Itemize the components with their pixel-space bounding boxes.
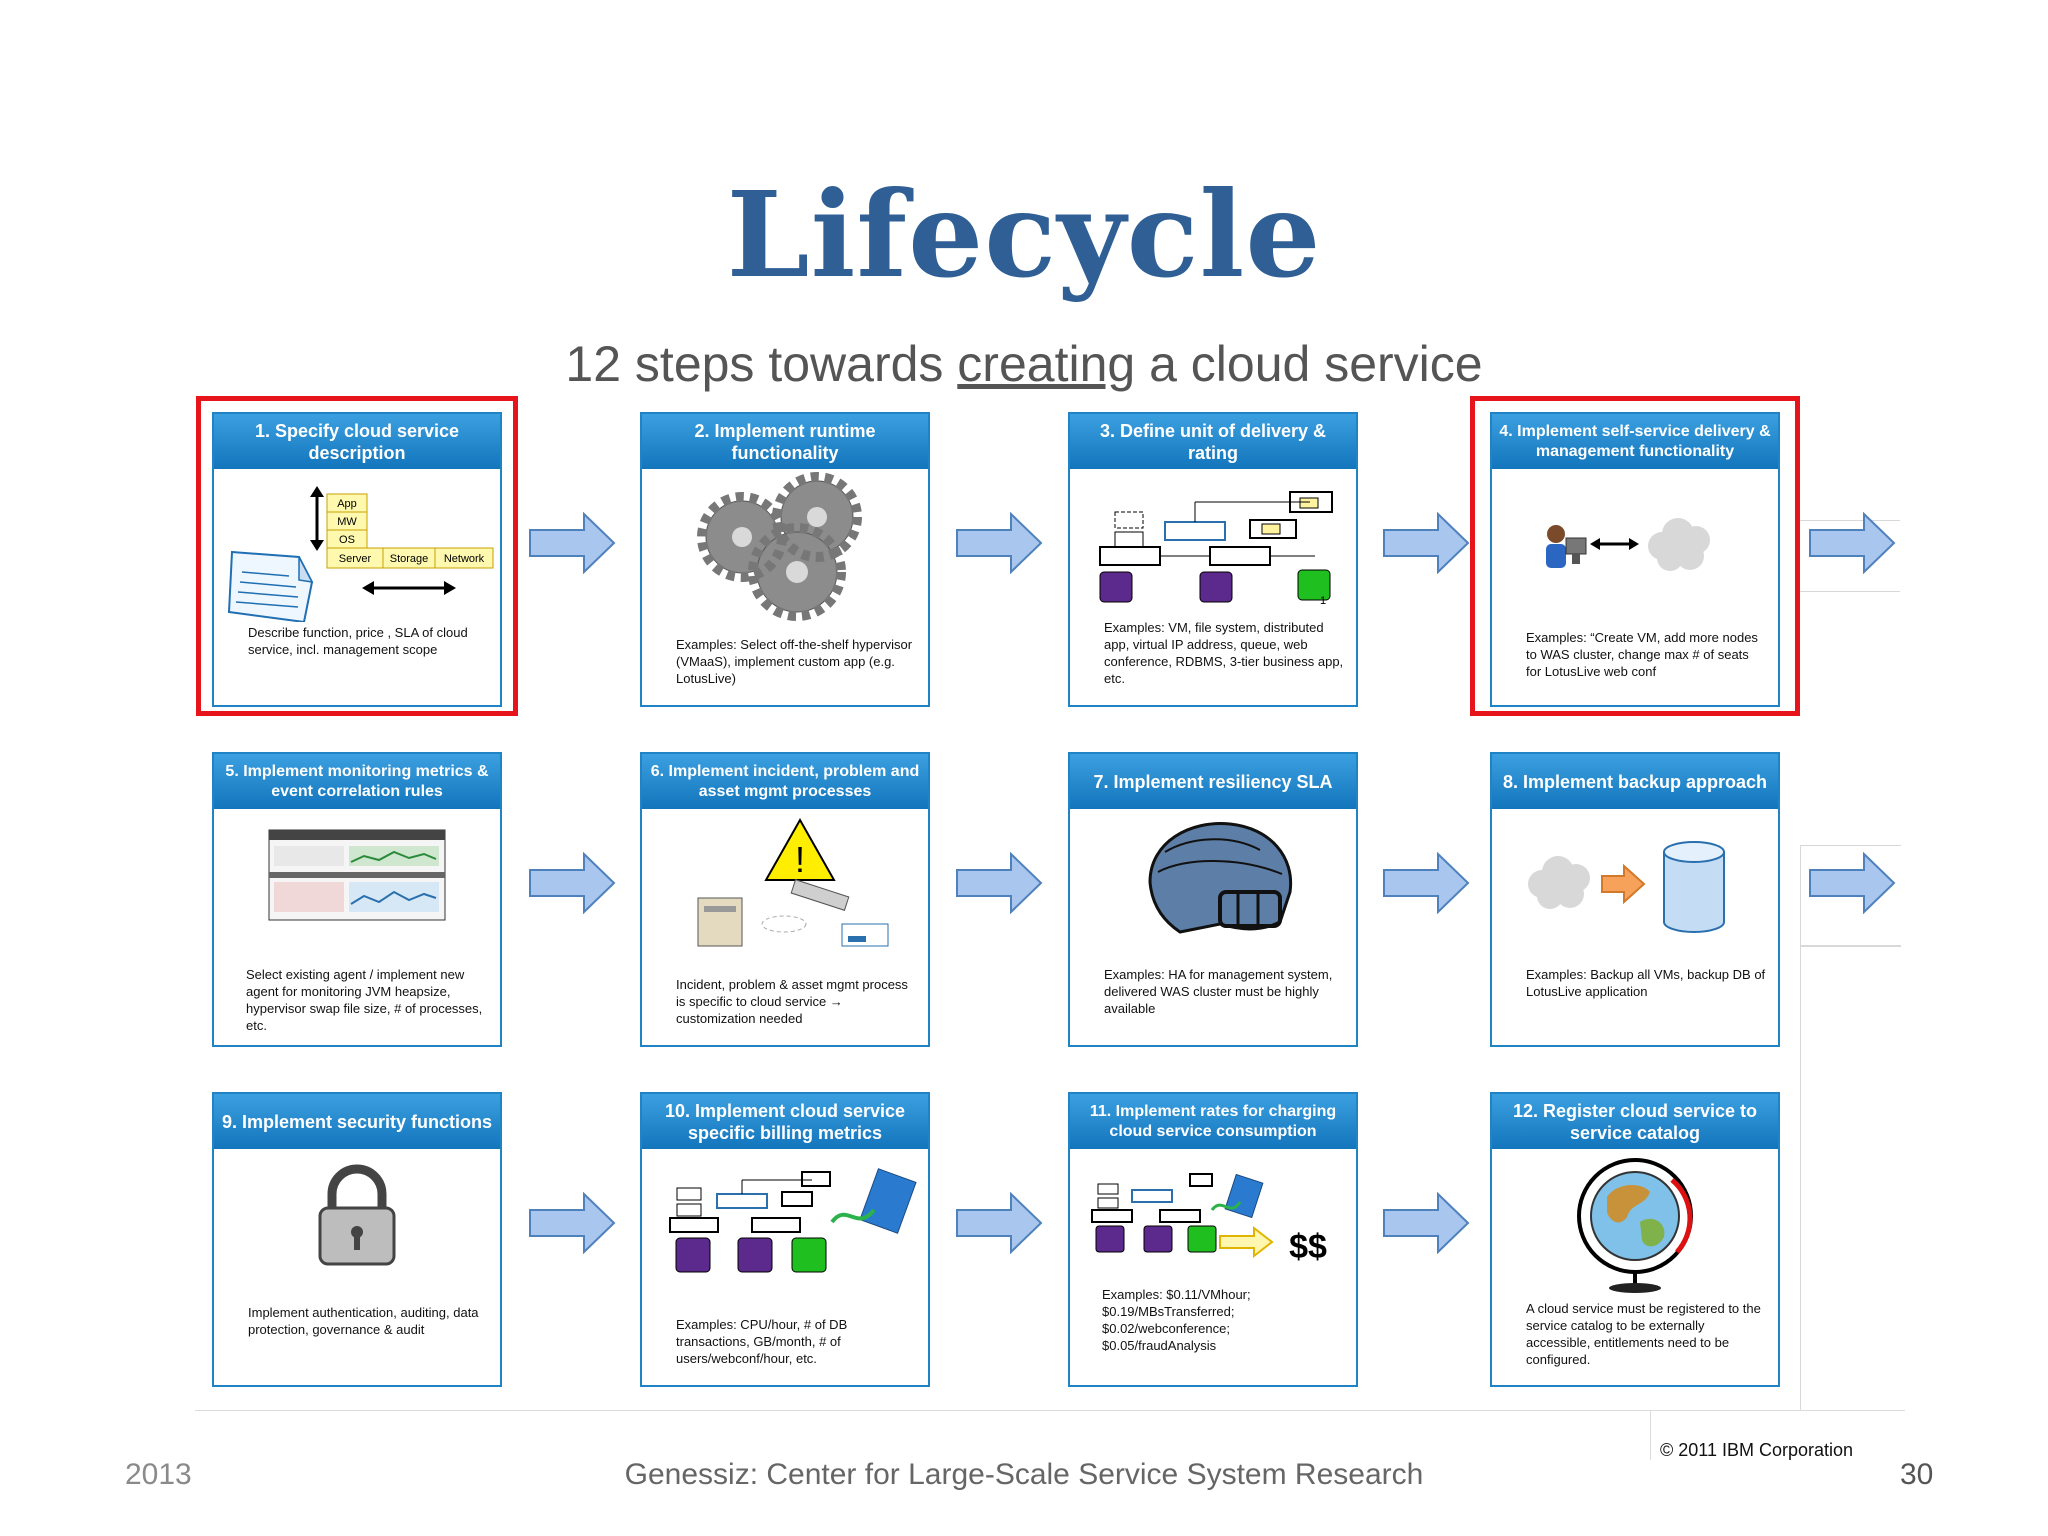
self-service-diagram — [1546, 518, 1710, 571]
arrow-right-icon — [956, 512, 1043, 574]
arrow-right-icon — [956, 1192, 1043, 1254]
step-11-title: 11. Implement rates for charging cloud s… — [1070, 1094, 1356, 1149]
step-9: 9. Implement security functions Implemen… — [212, 1092, 502, 1387]
step-11: 11. Implement rates for charging cloud s… — [1068, 1092, 1358, 1387]
step-12-desc: A cloud service must be registered to th… — [1526, 1301, 1761, 1367]
arrow-right-icon — [529, 1192, 616, 1254]
step-12: 12. Register cloud service to service ca… — [1490, 1092, 1780, 1387]
step-9-desc: Implement authentication, auditing, data… — [248, 1305, 479, 1337]
step-6-desc: Incident, problem & asset mgmt process i… — [676, 977, 908, 1026]
footer-divider — [195, 1410, 1905, 1411]
highlight-frame-step-4 — [1470, 396, 1800, 716]
step-10-desc: Examples: CPU/hour, # of DB transactions… — [676, 1317, 848, 1366]
step-3-title: 3. Define unit of delivery & rating — [1070, 414, 1356, 469]
arrow-right-icon — [1809, 512, 1896, 574]
step-3: 3. Define unit of delivery & rating 1 Ex… — [1068, 412, 1358, 707]
step-4-title: 4. Implement self-service delivery & man… — [1492, 414, 1778, 469]
arrow-right-icon — [956, 852, 1043, 914]
footer-center-text: Genessiz: Center for Large-Scale Service… — [624, 1458, 1424, 1491]
svg-text:1: 1 — [1320, 595, 1326, 607]
slide-subtitle: 12 steps towards creating a cloud servic… — [0, 335, 2048, 393]
step-10-title: 10. Implement cloud service specific bil… — [642, 1094, 928, 1149]
step-3-desc: Examples: VM, file system, distributed a… — [1104, 620, 1344, 686]
step-6-title: 6. Implement incident, problem and asset… — [642, 754, 928, 809]
side-panel-top — [1800, 520, 1900, 592]
step-8: 8. Implement backup approach Examples: B… — [1490, 752, 1780, 1047]
step-7-desc: Examples: HA for management system, deli… — [1104, 967, 1333, 1016]
lock-icon — [318, 1164, 396, 1266]
step-12-title: 12. Register cloud service to service ca… — [1492, 1094, 1778, 1149]
footer-year: 2013 — [125, 1458, 192, 1491]
stack-server: Server — [339, 553, 372, 565]
arrow-right-icon — [1383, 1192, 1470, 1254]
svg-text:!: ! — [795, 839, 805, 880]
step-4-desc: Examples: “Create VM, add more nodes to … — [1526, 630, 1758, 679]
subtitle-underlined: creating — [957, 336, 1136, 392]
copyright-text: © 2011 IBM Corporation — [1660, 1440, 1854, 1460]
highlight-frame-step-1 — [196, 396, 518, 716]
step-11-desc: Examples: $0.11/VMhour; $0.19/MBsTransfe… — [1102, 1287, 1251, 1353]
step-8-title: 8. Implement backup approach — [1492, 754, 1778, 809]
step-10: 10. Implement cloud service specific bil… — [640, 1092, 930, 1387]
subtitle-pre: 12 steps towards — [565, 336, 958, 392]
stack-network: Network — [444, 553, 485, 565]
arrow-right-icon — [1809, 852, 1896, 914]
step-9-title: 9. Implement security functions — [214, 1094, 500, 1149]
helmet-icon — [1148, 822, 1293, 934]
globe-icon — [1577, 1158, 1693, 1293]
arrow-right-icon — [1383, 852, 1470, 914]
stack-storage: Storage — [390, 553, 429, 565]
side-panel-bottom — [1800, 945, 1901, 1411]
step-5-title: 5. Implement monitoring metrics & event … — [214, 754, 500, 809]
step-1-desc: Describe function, price , SLA of cloud … — [248, 625, 468, 657]
step-7: 7. Implement resiliency SLA Examples: HA… — [1068, 752, 1358, 1047]
slide-title: Lifecycle — [726, 165, 1322, 304]
money-symbol: $$ — [1289, 1228, 1327, 1266]
arrow-right-icon — [1383, 512, 1470, 574]
arrow-right-icon — [529, 512, 616, 574]
rates-charging-diagram: $$ — [1091, 1173, 1327, 1266]
arrow-right-icon — [529, 852, 616, 914]
page-number: 30 — [1900, 1458, 1934, 1491]
delivery-unit-diagram: 1 — [1099, 491, 1333, 607]
cloud-stack-diagram: App MW OS Server Storage Network — [227, 486, 494, 622]
step-5-desc: Select existing agent / implement new ag… — [246, 967, 483, 1033]
gears-icon — [697, 472, 862, 621]
step-6: 6. Implement incident, problem and asset… — [640, 752, 930, 1047]
backup-diagram — [1528, 841, 1725, 933]
step-5: 5. Implement monitoring metrics & event … — [212, 752, 502, 1047]
step-7-title: 7. Implement resiliency SLA — [1070, 754, 1356, 809]
incident-mgmt-diagram: ! — [697, 817, 889, 947]
step-4: 4. Implement self-service delivery & man… — [1490, 412, 1780, 707]
footer-corner-divider — [1650, 1410, 1651, 1460]
step-8-desc: Examples: Backup all VMs, backup DB of L… — [1526, 967, 1766, 999]
stack-os: OS — [339, 534, 355, 546]
side-panel-mid — [1800, 845, 1901, 947]
step-1-title: 1. Specify cloud service description — [214, 414, 500, 469]
stack-app: App — [337, 498, 357, 510]
step-2: 2. Implement runtime functionality Examp… — [640, 412, 930, 707]
step-2-desc: Examples: Select off-the-shelf hyperviso… — [676, 637, 913, 686]
monitoring-dashboard-icon — [268, 829, 446, 921]
stack-mw: MW — [337, 516, 357, 528]
step-2-title: 2. Implement runtime functionality — [642, 414, 928, 469]
subtitle-post: a cloud service — [1135, 336, 1483, 392]
billing-metrics-diagram — [669, 1168, 917, 1273]
step-1: 1. Specify cloud service description App… — [212, 412, 502, 707]
